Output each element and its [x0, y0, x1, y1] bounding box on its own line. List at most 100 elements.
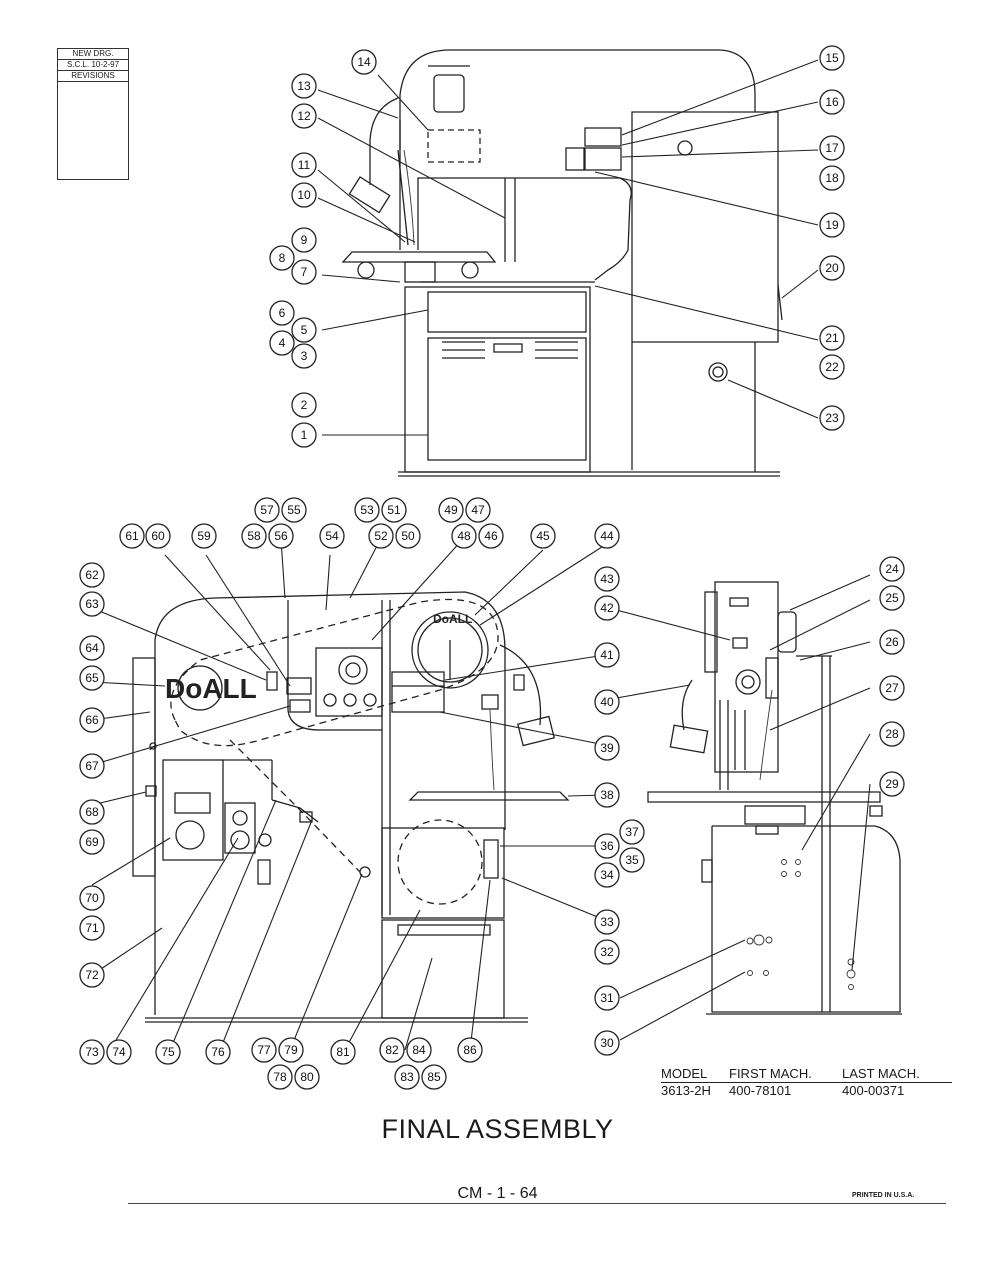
svg-text:30: 30 — [600, 1036, 614, 1050]
callout-34: 34 — [594, 862, 620, 888]
revision-block: NEW DRG. S.C.L. 10-2-97 REVISIONS — [57, 48, 129, 180]
svg-text:52: 52 — [374, 529, 388, 543]
svg-text:42: 42 — [600, 601, 614, 615]
callout-77: 77 — [251, 1037, 277, 1063]
svg-text:23: 23 — [825, 411, 839, 425]
callout-26: 26 — [879, 629, 905, 655]
svg-text:14: 14 — [357, 55, 371, 69]
callout-31: 31 — [594, 985, 620, 1011]
svg-text:59: 59 — [197, 529, 211, 543]
callout-60: 60 — [145, 523, 171, 549]
svg-text:20: 20 — [825, 261, 839, 275]
svg-text:68: 68 — [85, 805, 99, 819]
svg-text:15: 15 — [825, 51, 839, 65]
callout-41: 41 — [594, 642, 620, 668]
callout-bubbles: 1 2 3 4 5 6 7 8 9 10 11 12 13 14 15 16 1… — [79, 45, 905, 1090]
first-machine-value: 400-78101 — [729, 1083, 792, 1098]
callout-33: 33 — [594, 909, 620, 935]
svg-text:45: 45 — [536, 529, 550, 543]
svg-text:36: 36 — [600, 839, 614, 853]
svg-text:18: 18 — [825, 171, 839, 185]
callout-3: 3 — [291, 343, 317, 369]
svg-text:53: 53 — [360, 503, 374, 517]
callout-27: 27 — [879, 675, 905, 701]
callout-11: 11 — [291, 152, 317, 178]
svg-text:67: 67 — [85, 759, 99, 773]
svg-text:77: 77 — [257, 1043, 271, 1057]
svg-text:80: 80 — [300, 1070, 314, 1084]
svg-text:16: 16 — [825, 95, 839, 109]
svg-text:86: 86 — [463, 1043, 477, 1057]
callout-53: 53 — [354, 497, 380, 523]
callout-54: 54 — [319, 523, 345, 549]
callout-65: 65 — [79, 665, 105, 691]
callout-45: 45 — [530, 523, 556, 549]
svg-text:48: 48 — [457, 529, 471, 543]
svg-text:37: 37 — [625, 825, 639, 839]
callout-81: 81 — [330, 1039, 356, 1065]
svg-text:34: 34 — [600, 868, 614, 882]
callout-73: 73 — [79, 1039, 105, 1065]
callout-70: 70 — [79, 885, 105, 911]
model-value: 3613-2H — [661, 1083, 711, 1098]
callout-57: 57 — [254, 497, 280, 523]
callout-32: 32 — [594, 939, 620, 965]
svg-text:70: 70 — [85, 891, 99, 905]
callout-84: 84 — [406, 1037, 432, 1063]
callout-49: 49 — [438, 497, 464, 523]
svg-text:6: 6 — [279, 306, 286, 320]
svg-text:79: 79 — [284, 1043, 298, 1057]
callout-9: 9 — [291, 227, 317, 253]
svg-text:28: 28 — [885, 727, 899, 741]
revision-new-drawing: NEW DRG. — [58, 49, 128, 60]
svg-text:35: 35 — [625, 853, 639, 867]
revision-date: S.C.L. 10-2-97 — [58, 60, 128, 71]
svg-text:50: 50 — [401, 529, 415, 543]
footer-divider — [128, 1203, 946, 1204]
upper-wheel-logo: DoALL — [433, 612, 472, 626]
callout-23: 23 — [819, 405, 845, 431]
svg-text:57: 57 — [260, 503, 274, 517]
svg-text:71: 71 — [85, 921, 99, 935]
callout-67: 67 — [79, 753, 105, 779]
svg-text:74: 74 — [112, 1045, 126, 1059]
callout-78: 78 — [267, 1064, 293, 1090]
svg-text:64: 64 — [85, 641, 99, 655]
callout-40: 40 — [594, 689, 620, 715]
callout-42: 42 — [594, 595, 620, 621]
callout-85: 85 — [421, 1064, 447, 1090]
callout-14: 14 — [351, 49, 377, 75]
callout-29: 29 — [879, 771, 905, 797]
callout-39: 39 — [594, 735, 620, 761]
callout-64: 64 — [79, 635, 105, 661]
callout-4: 4 — [269, 330, 295, 356]
svg-text:10: 10 — [297, 188, 311, 202]
revision-header: REVISIONS — [58, 71, 128, 82]
svg-text:17: 17 — [825, 141, 839, 155]
svg-text:41: 41 — [600, 648, 614, 662]
svg-text:46: 46 — [484, 529, 498, 543]
callout-47: 47 — [465, 497, 491, 523]
svg-text:8: 8 — [279, 251, 286, 265]
svg-text:1: 1 — [301, 428, 308, 442]
callout-24: 24 — [879, 556, 905, 582]
svg-text:84: 84 — [412, 1043, 426, 1057]
callout-62: 62 — [79, 562, 105, 588]
last-machine-value: 400-00371 — [842, 1083, 905, 1098]
callout-38: 38 — [594, 782, 620, 808]
svg-text:63: 63 — [85, 597, 99, 611]
svg-text:73: 73 — [85, 1045, 99, 1059]
callout-5: 5 — [291, 317, 317, 343]
drawing-title: FINAL ASSEMBLY — [381, 1114, 614, 1144]
svg-text:29: 29 — [885, 777, 899, 791]
callout-63: 63 — [79, 591, 105, 617]
callout-1: 1 — [291, 422, 317, 448]
callout-82: 82 — [379, 1037, 405, 1063]
callout-52: 52 — [368, 523, 394, 549]
front-machine-view: DoALL DoALL — [132, 591, 570, 1023]
callout-16: 16 — [819, 89, 845, 115]
callout-22: 22 — [819, 354, 845, 380]
callout-76: 76 — [205, 1039, 231, 1065]
callout-59: 59 — [191, 523, 217, 549]
